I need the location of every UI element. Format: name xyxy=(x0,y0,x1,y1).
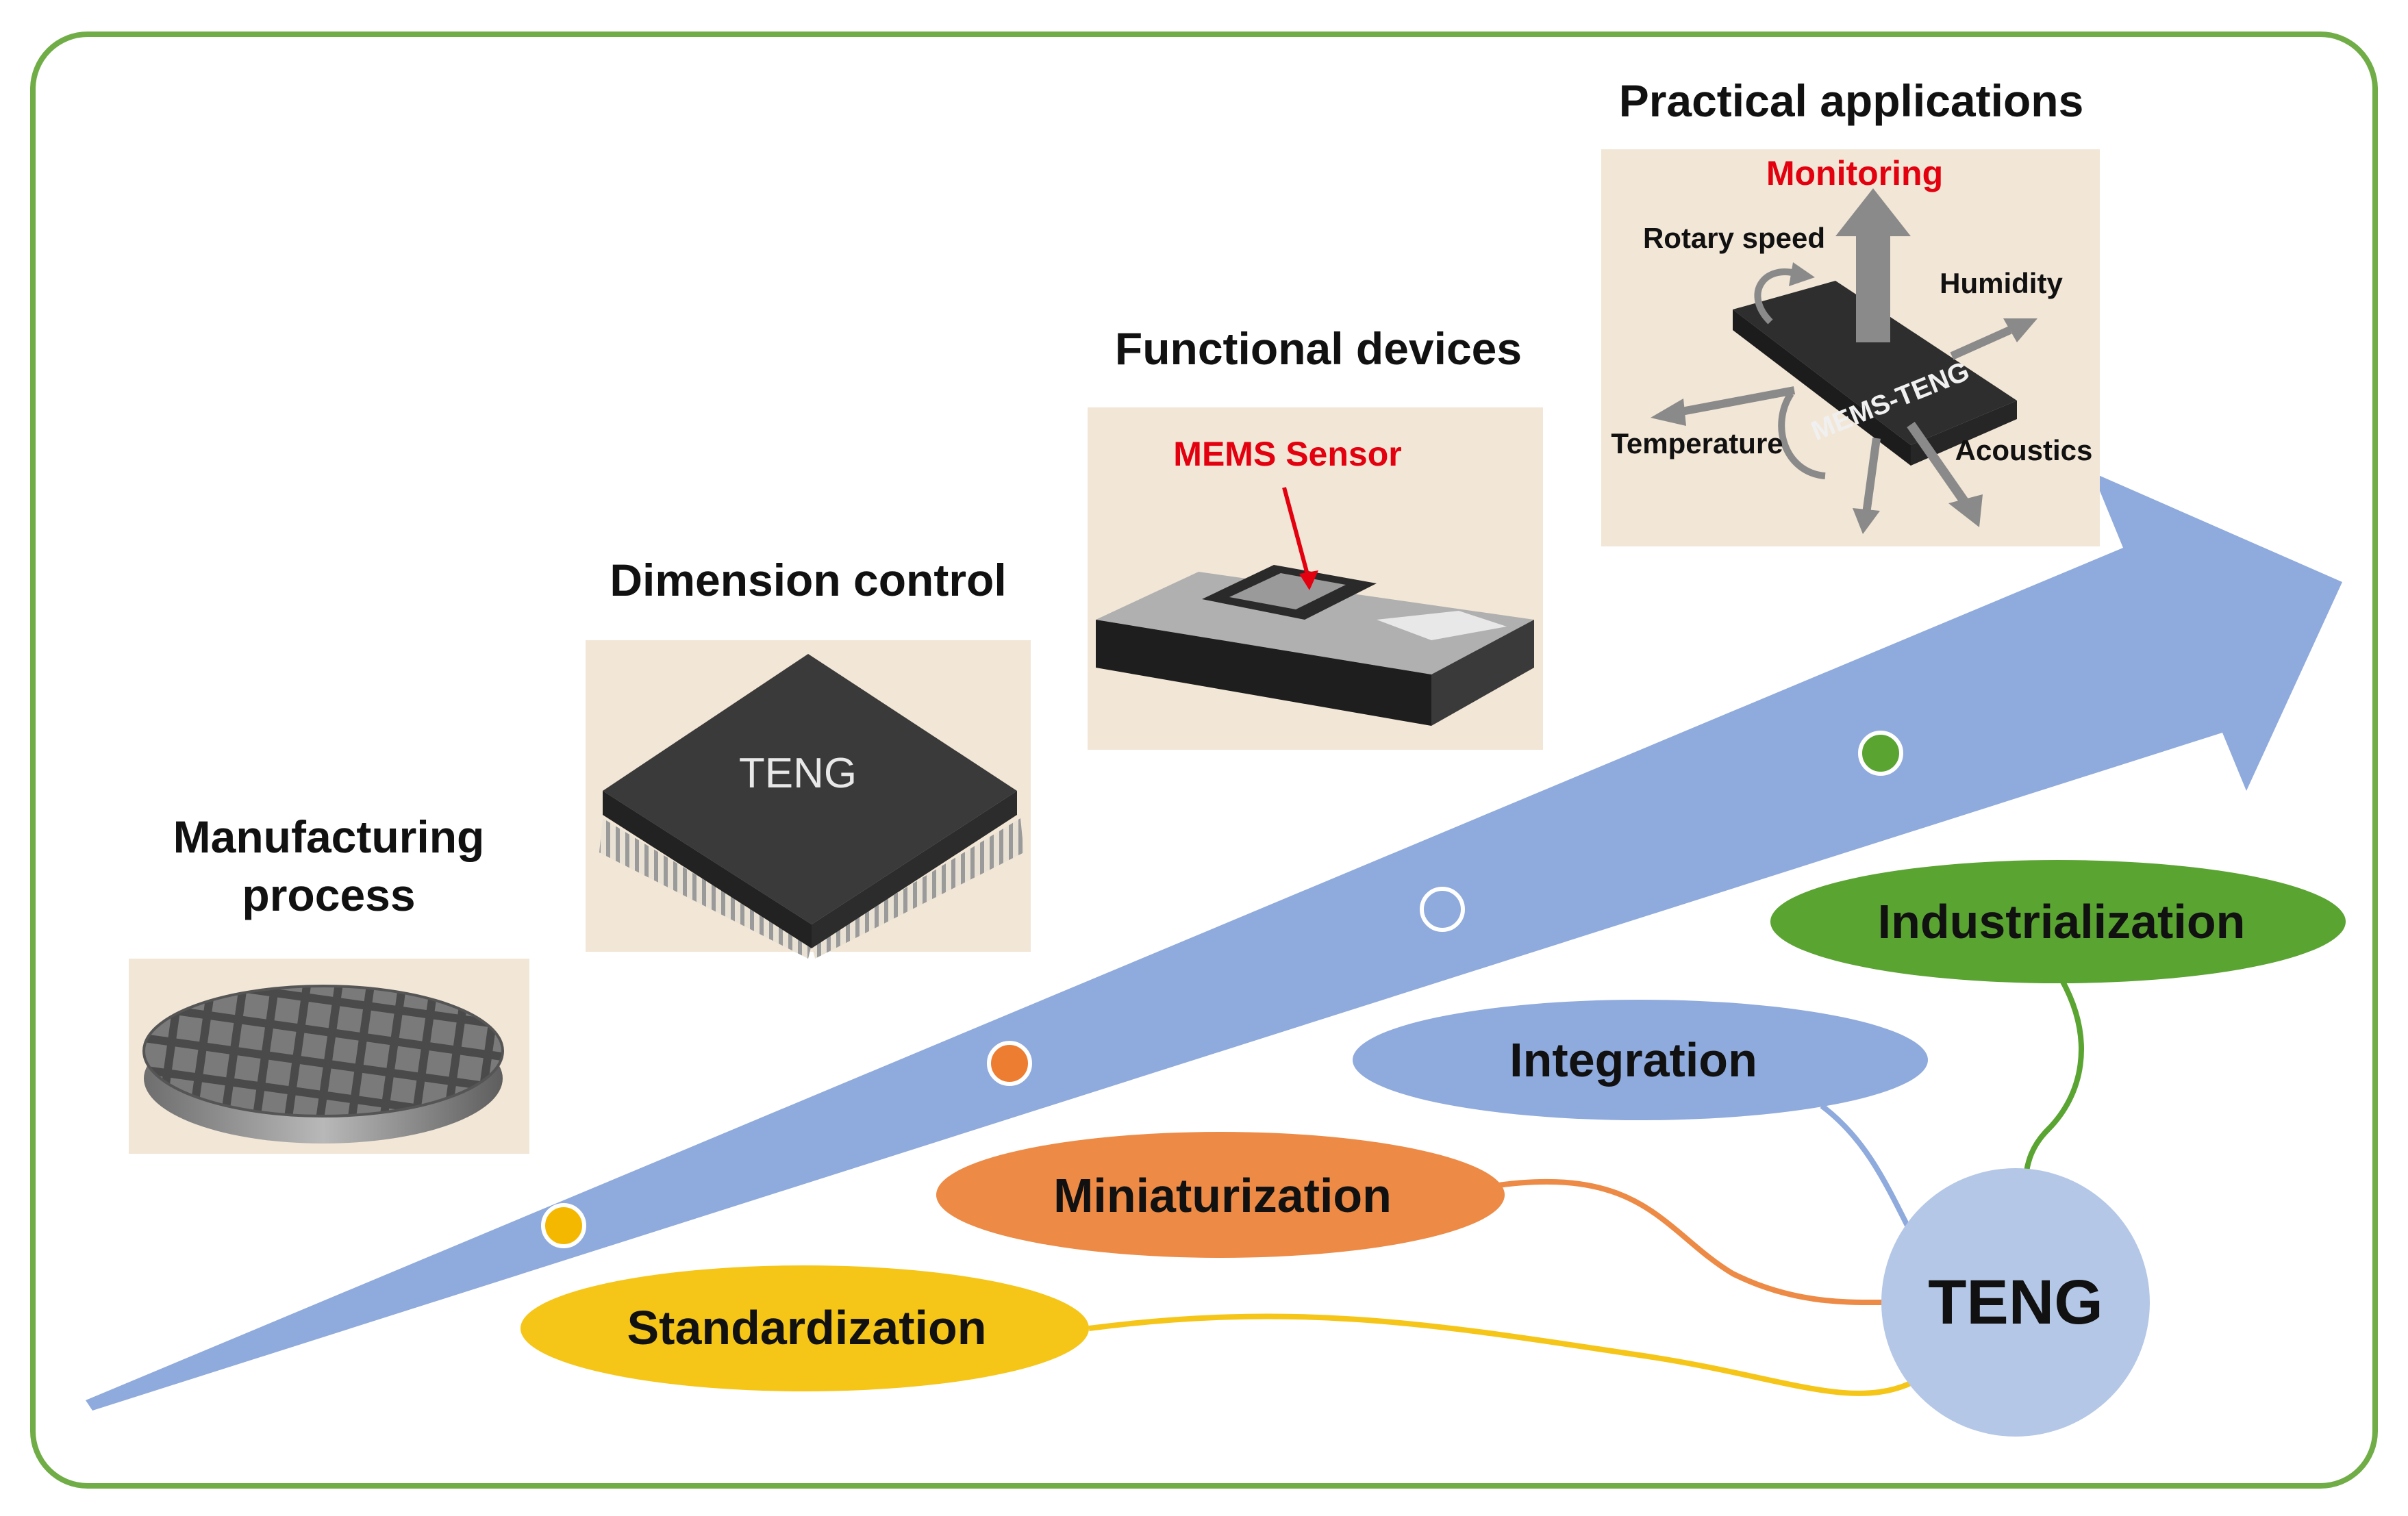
stage-title-manufacturing-line1: Manufacturing xyxy=(173,811,485,862)
bubble-integration: Integration xyxy=(1353,1000,1928,1120)
rotation-arrow-lower xyxy=(1778,392,1826,479)
teng-hub-label: TENG xyxy=(1928,1267,2103,1337)
progress-arrow xyxy=(86,472,2342,1411)
bubble-miniaturization-label: Miniaturization xyxy=(1053,1169,1392,1222)
temperature-arrow xyxy=(1677,386,1796,416)
stage-title-manufacturing-line2: process xyxy=(242,870,415,920)
rotary-speed-arrow xyxy=(1754,268,1799,325)
stage-marker-dimension xyxy=(987,1041,1032,1086)
connector-standardization xyxy=(1088,1313,1912,1396)
mems-teng-application-image: MEMS-TENG Monitoring Rotary speed Humidi… xyxy=(1601,149,2100,546)
humidity-label: Humidity xyxy=(1940,267,2063,299)
mems-sensor-image: MEMS Sensor xyxy=(1088,407,1543,750)
temperature-label: Temperature xyxy=(1611,427,1783,459)
connector-miniaturization xyxy=(1492,1178,1884,1306)
chip-teng-label: TENG xyxy=(739,750,857,797)
rotary-speed-label: Rotary speed xyxy=(1643,222,1825,254)
acoustics-arrow-1 xyxy=(1907,422,1970,506)
stage-marker-practical xyxy=(1858,731,1903,776)
acoustics-label: Acoustics xyxy=(1955,434,2093,466)
teng-chip-image: TENG xyxy=(586,640,1031,959)
acoustics-arrow-2 xyxy=(1862,438,1881,514)
wafer-image xyxy=(129,959,529,1154)
bubble-industrialization-label: Industrialization xyxy=(1878,895,2246,948)
stage-title-practical: Practical applications xyxy=(1619,75,2084,126)
mems-sensor-pointer xyxy=(1282,487,1312,583)
mems-sensor-label: MEMS Sensor xyxy=(1173,435,1401,473)
connector-integration xyxy=(1820,1103,1910,1227)
bubble-standardization-label: Standardization xyxy=(627,1301,986,1354)
connector-industrialization xyxy=(2023,978,2084,1176)
teng-hub: TENG xyxy=(1881,1168,2150,1437)
stage-marker-functional xyxy=(1420,887,1465,932)
bubble-industrialization: Industrialization xyxy=(1770,860,2346,983)
monitoring-arrow xyxy=(1835,188,1911,342)
humidity-arrow xyxy=(1950,326,2012,360)
bubble-standardization: Standardization xyxy=(521,1265,1089,1391)
bubble-integration-label: Integration xyxy=(1509,1033,1757,1087)
monitoring-label: Monitoring xyxy=(1766,154,1943,192)
stage-title-functional: Functional devices xyxy=(1115,323,1522,374)
stage-marker-manufacturing xyxy=(541,1203,586,1248)
bubble-miniaturization: Miniaturization xyxy=(936,1132,1505,1258)
stage-title-dimension: Dimension control xyxy=(610,555,1006,605)
